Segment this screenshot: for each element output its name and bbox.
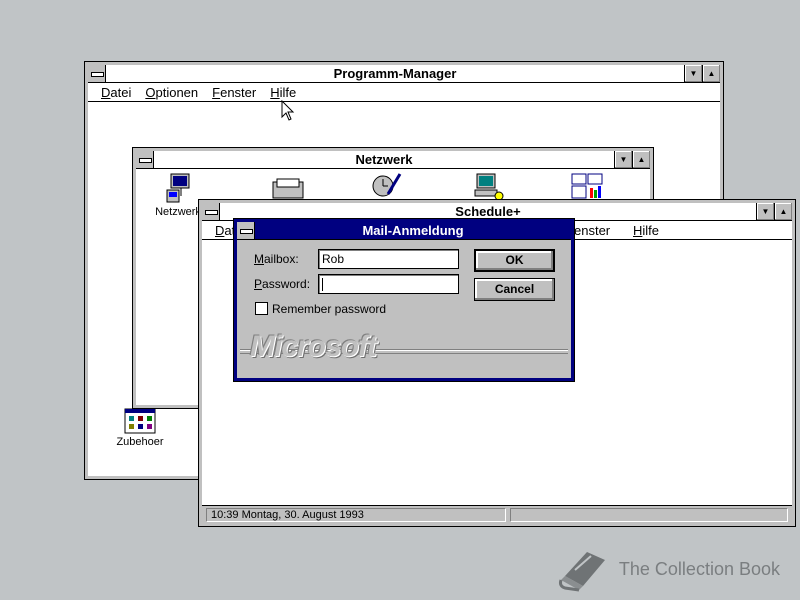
menu-fenster[interactable]: Fenster (212, 85, 257, 100)
program-icon-schedule[interactable] (347, 172, 427, 204)
accessories-group-icon (124, 408, 156, 434)
mail-login-dialog: Mail-Anmeldung Mailbox: Rob Password: Re… (233, 218, 575, 382)
menu-fenster[interactable]: enster (574, 223, 611, 238)
watermark: The Collection Book (557, 546, 780, 592)
minimize-icon[interactable]: ▼ (614, 151, 632, 168)
maximize-icon[interactable]: ▲ (632, 151, 650, 168)
schedule-statusbar: 10:39 Montag, 30. August 1993 (202, 505, 792, 523)
status-pane-empty (510, 508, 788, 522)
system-menu-icon[interactable] (237, 222, 255, 239)
program-manager-titlebar[interactable]: Programm-Manager ▼ ▲ (88, 65, 720, 83)
menu-hilfe[interactable]: Hilfe (633, 223, 660, 238)
ok-button[interactable]: OK (474, 249, 555, 272)
microsoft-logo: Microsoft (250, 330, 377, 363)
program-icon-netzwerk[interactable]: Netzwerk (138, 172, 218, 218)
mouse-pointer-icon (281, 100, 295, 121)
cancel-button[interactable]: Cancel (474, 278, 555, 301)
schedule-title: Schedule+ (455, 203, 521, 219)
minimize-icon[interactable]: ▼ (684, 65, 702, 82)
password-label: Password: (254, 277, 311, 291)
remember-password-label[interactable]: Remember password (272, 302, 387, 316)
program-icon-network-admin[interactable] (448, 172, 528, 204)
status-datetime: 10:39 Montag, 30. August 1993 (206, 508, 506, 522)
text-caret (322, 278, 323, 292)
mailbox-label: Mailbox: (254, 252, 299, 266)
book-icon (558, 552, 605, 592)
system-menu-icon[interactable] (88, 65, 106, 82)
remember-password-checkbox[interactable] (255, 302, 268, 315)
menu-datei[interactable]: Datei (101, 85, 132, 100)
logo-rule-dark (240, 349, 568, 350)
dialog-titlebar[interactable]: Mail-Anmeldung (237, 222, 571, 240)
minimize-icon[interactable]: ▼ (756, 203, 774, 220)
program-icon-label: Netzwerk (155, 206, 201, 218)
program-manager-title: Programm-Manager (333, 65, 457, 81)
password-input[interactable] (318, 274, 459, 294)
program-icon-mail[interactable] (248, 178, 328, 202)
logo-rule-dark-2 (240, 353, 568, 354)
system-menu-icon[interactable] (202, 203, 220, 220)
system-menu-icon[interactable] (136, 151, 154, 168)
workstation-icon (474, 173, 504, 201)
network-computer-icon (166, 173, 190, 203)
group-icon-label: Zubehoer (116, 436, 164, 448)
chart-window-icon (571, 173, 603, 199)
schedule-icon (372, 173, 402, 197)
watermark-text: The Collection Book (618, 558, 780, 579)
netzwerk-title: Netzwerk (355, 151, 413, 167)
mail-icon (272, 178, 304, 199)
program-manager-menubar: Datei Optionen Fenster Hilfe (88, 83, 720, 102)
menu-optionen[interactable]: Optionen (145, 85, 199, 100)
group-icon-zubehoer[interactable]: Zubehoer (100, 408, 180, 448)
maximize-icon[interactable]: ▲ (702, 65, 720, 82)
mailbox-input[interactable]: Rob (318, 249, 459, 269)
menu-datei[interactable]: Dat (215, 223, 236, 238)
logo-rule-light (240, 350, 568, 351)
netzwerk-titlebar[interactable]: Netzwerk ▼ ▲ (136, 151, 650, 169)
menu-hilfe[interactable]: Hilfe (270, 85, 297, 100)
maximize-icon[interactable]: ▲ (774, 203, 792, 220)
dialog-title: Mail-Anmeldung (362, 222, 464, 238)
program-icon-chat[interactable] (547, 172, 627, 202)
